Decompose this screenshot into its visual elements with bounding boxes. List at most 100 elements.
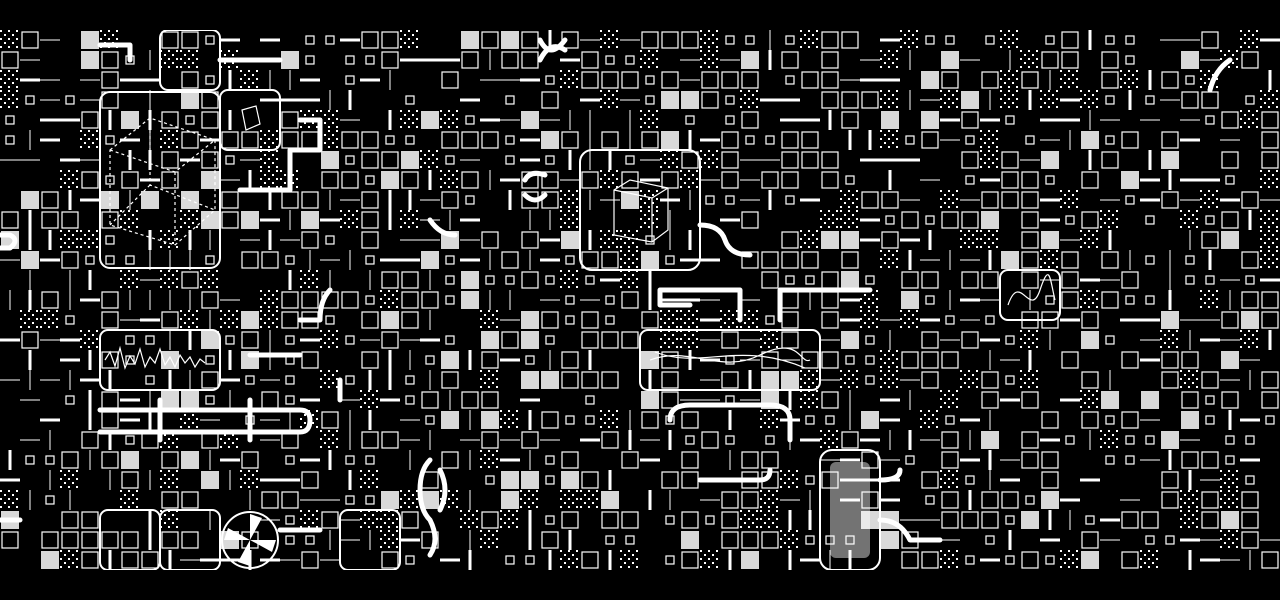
dither-dot	[132, 274, 134, 276]
dither-dot	[696, 310, 698, 312]
dither-dot	[1276, 230, 1278, 232]
circuit-pad	[1025, 135, 1035, 145]
dither-dot	[944, 394, 946, 396]
dither-dot	[524, 494, 526, 496]
dither-dot	[0, 46, 2, 48]
dither-dot	[804, 242, 806, 244]
dither-dot	[1024, 62, 1026, 64]
dither-dot	[896, 358, 898, 360]
circuit-cell	[721, 371, 739, 389]
dither-dot	[180, 426, 182, 428]
circuit-pad	[205, 255, 215, 265]
dither-dot	[712, 54, 714, 56]
dither-dot	[1276, 170, 1278, 172]
circuit-cell	[81, 111, 99, 129]
dither-dot	[924, 414, 926, 416]
circuit-cell	[361, 131, 379, 149]
dither-dot	[916, 326, 918, 328]
dither-dot	[764, 342, 766, 344]
dither-dot	[884, 134, 886, 136]
dither-dot	[492, 454, 494, 456]
dither-dot	[388, 538, 390, 540]
dither-dot	[872, 302, 874, 304]
dither-dot	[276, 318, 278, 320]
dither-dot	[392, 534, 394, 536]
dither-dot	[1004, 34, 1006, 36]
dither-dot	[316, 286, 318, 288]
dither-dot	[372, 522, 374, 524]
dither-dot	[196, 218, 198, 220]
dither-dot	[704, 162, 706, 164]
dither-dot	[1076, 190, 1078, 192]
circuit-cell	[741, 491, 759, 509]
circuit-cell	[81, 551, 99, 569]
dither-dot	[576, 550, 578, 552]
circuit-pad	[805, 475, 815, 485]
dither-dot	[292, 174, 294, 176]
dither-dot	[572, 274, 574, 276]
dither-dot	[1224, 54, 1226, 56]
dither-dot	[88, 238, 90, 240]
dither-dot	[1008, 86, 1010, 88]
circuit-block	[901, 291, 919, 309]
circuit-pad	[1205, 395, 1215, 405]
dither-dot	[560, 498, 562, 500]
dither-dot	[896, 370, 898, 372]
dither-dot	[416, 490, 418, 492]
dither-dot	[700, 558, 702, 560]
circuit-cell	[761, 531, 779, 549]
dither-dot	[480, 378, 482, 380]
circuit-cell	[981, 511, 999, 529]
dither-dot	[832, 442, 834, 444]
dither-dot	[1008, 106, 1010, 108]
circuit-block	[641, 391, 659, 409]
dither-dot	[376, 470, 378, 472]
dither-dot	[716, 550, 718, 552]
dither-dot	[900, 30, 902, 32]
dither-dot	[948, 550, 950, 552]
fan-icon	[221, 511, 279, 569]
dither-dot	[960, 238, 962, 240]
dither-dot	[328, 146, 330, 148]
circuit-cell	[181, 31, 199, 49]
circuit-pad	[785, 195, 795, 205]
circuit-pad	[1005, 335, 1015, 345]
dither-dot	[1272, 174, 1274, 176]
dither-dot	[24, 322, 26, 324]
circuit-block	[1221, 231, 1239, 249]
dither-dot	[944, 474, 946, 476]
dither-dot	[628, 550, 630, 552]
dither-dot	[852, 194, 854, 196]
dither-dot	[1160, 346, 1162, 348]
circuit-cell	[61, 531, 79, 549]
dither-dot	[616, 178, 618, 180]
dither-dot	[568, 550, 570, 552]
dither-dot	[632, 282, 634, 284]
dither-dot	[1224, 542, 1226, 544]
dither-dot	[660, 318, 662, 320]
dither-dot	[876, 306, 878, 308]
dither-dot	[180, 58, 182, 60]
dither-dot	[360, 518, 362, 520]
dither-dot	[248, 478, 250, 480]
dither-dot	[808, 238, 810, 240]
circuit-pad	[1245, 95, 1255, 105]
dither-dot	[1008, 46, 1010, 48]
dither-dot	[1008, 78, 1010, 80]
dither-dot	[880, 358, 882, 360]
dither-dot	[528, 506, 530, 508]
circuit-block	[81, 31, 99, 49]
circuit-block	[501, 471, 519, 489]
circuit-cell	[761, 171, 779, 189]
circuit-pad	[1225, 175, 1235, 185]
dither-dot	[648, 58, 650, 60]
dither-dot	[164, 442, 166, 444]
circuit-cell	[741, 211, 759, 229]
dither-dot	[164, 274, 166, 276]
dither-dot	[564, 214, 566, 216]
dither-dot	[160, 486, 162, 488]
dither-dot	[472, 522, 474, 524]
dither-dot	[280, 170, 282, 172]
dither-dot	[236, 446, 238, 448]
dither-dot	[1012, 34, 1014, 36]
